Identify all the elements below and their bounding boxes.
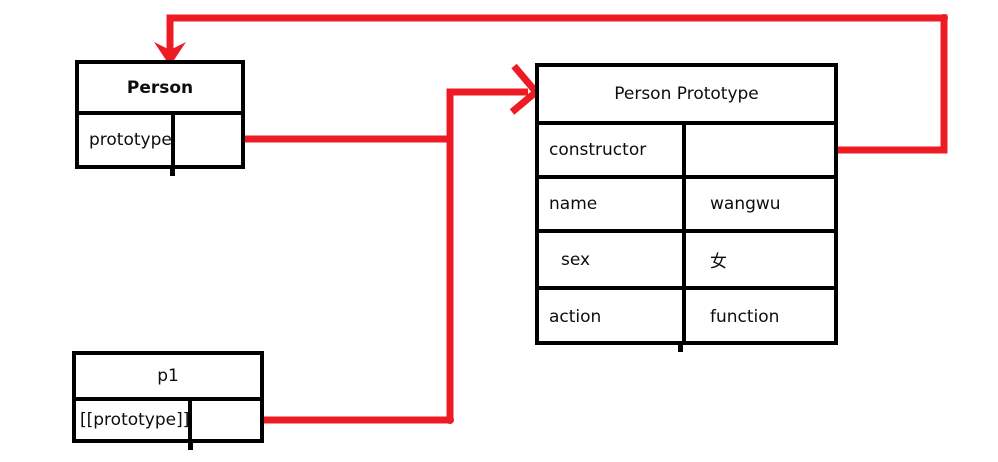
p1-box-bottom-tick bbox=[188, 441, 193, 450]
person-prototype-name-row: name wangwu bbox=[539, 175, 834, 229]
person-prototype-constructor-key: constructor bbox=[549, 140, 647, 160]
junction-dot-top-right bbox=[940, 14, 948, 22]
person-prototype-sex-row: sex 女 bbox=[539, 229, 834, 286]
person-prototype-key: prototype bbox=[89, 130, 171, 150]
person-prototype-row: prototype bbox=[79, 111, 241, 165]
person-prototype-title-cell: Person Prototype bbox=[539, 67, 834, 121]
person-prototype-action-key: action bbox=[549, 306, 602, 327]
connector-bus-to-person-prototype bbox=[446, 88, 528, 420]
person-title-cell: Person bbox=[79, 64, 241, 111]
p1-title-row: p1 bbox=[76, 355, 260, 397]
person-prototype-constructor-row: constructor bbox=[539, 121, 834, 175]
person-prototype-constructor-value bbox=[682, 125, 834, 175]
person-prototype-title-row: Person Prototype bbox=[539, 67, 834, 121]
person-prototype-box-bottom-tick bbox=[678, 343, 683, 352]
p1-prototype-row: [[prototype]] bbox=[76, 397, 260, 439]
p1-title-cell: p1 bbox=[76, 355, 260, 397]
person-box: Person prototype bbox=[75, 60, 245, 169]
person-prototype-name-key: name bbox=[549, 194, 598, 214]
person-prototype-name-value: wangwu bbox=[682, 179, 834, 229]
p1-title-label: p1 bbox=[157, 366, 179, 386]
p1-prototype-value bbox=[188, 401, 260, 439]
p1-box: p1 [[prototype]] bbox=[72, 351, 264, 443]
person-box-bottom-tick bbox=[170, 167, 175, 176]
person-prototype-action-row: action function bbox=[539, 286, 834, 343]
person-title-label: Person bbox=[126, 77, 194, 98]
person-prototype-sex-key: sex bbox=[561, 249, 591, 270]
person-prototype-action-value: function bbox=[682, 290, 834, 343]
junction-dot-p1 bbox=[446, 416, 454, 424]
person-prototype-box: Person Prototype constructor name wangwu… bbox=[535, 63, 838, 345]
person-prototype-title-label: Person Prototype bbox=[614, 84, 759, 104]
person-title-row: Person bbox=[79, 64, 241, 111]
person-prototype-sex-value: 女 bbox=[682, 233, 834, 286]
arrowhead-down-person bbox=[154, 42, 186, 66]
person-prototype-value bbox=[171, 115, 241, 165]
p1-prototype-key: [[prototype]] bbox=[80, 410, 188, 430]
